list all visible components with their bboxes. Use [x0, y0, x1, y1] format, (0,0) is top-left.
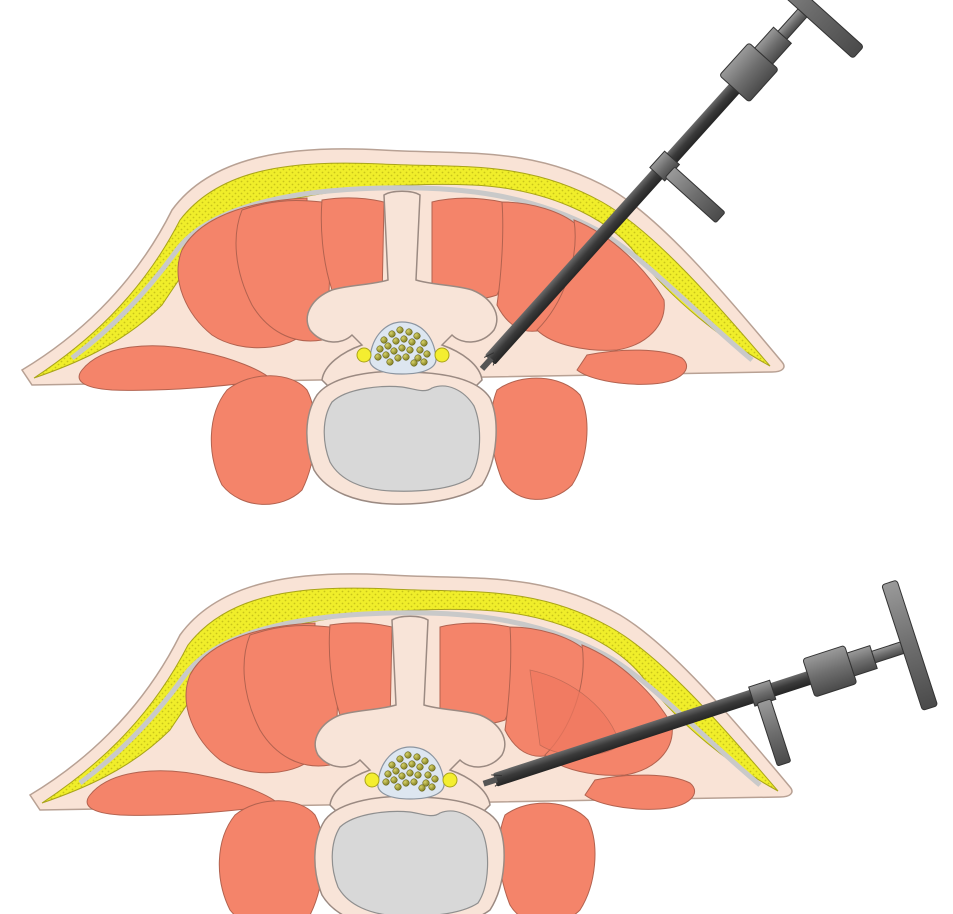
vertebra-icon — [22, 149, 784, 505]
bottom-panel — [30, 574, 940, 914]
top-panel — [22, 0, 870, 504]
vertebra-icon — [30, 574, 792, 914]
